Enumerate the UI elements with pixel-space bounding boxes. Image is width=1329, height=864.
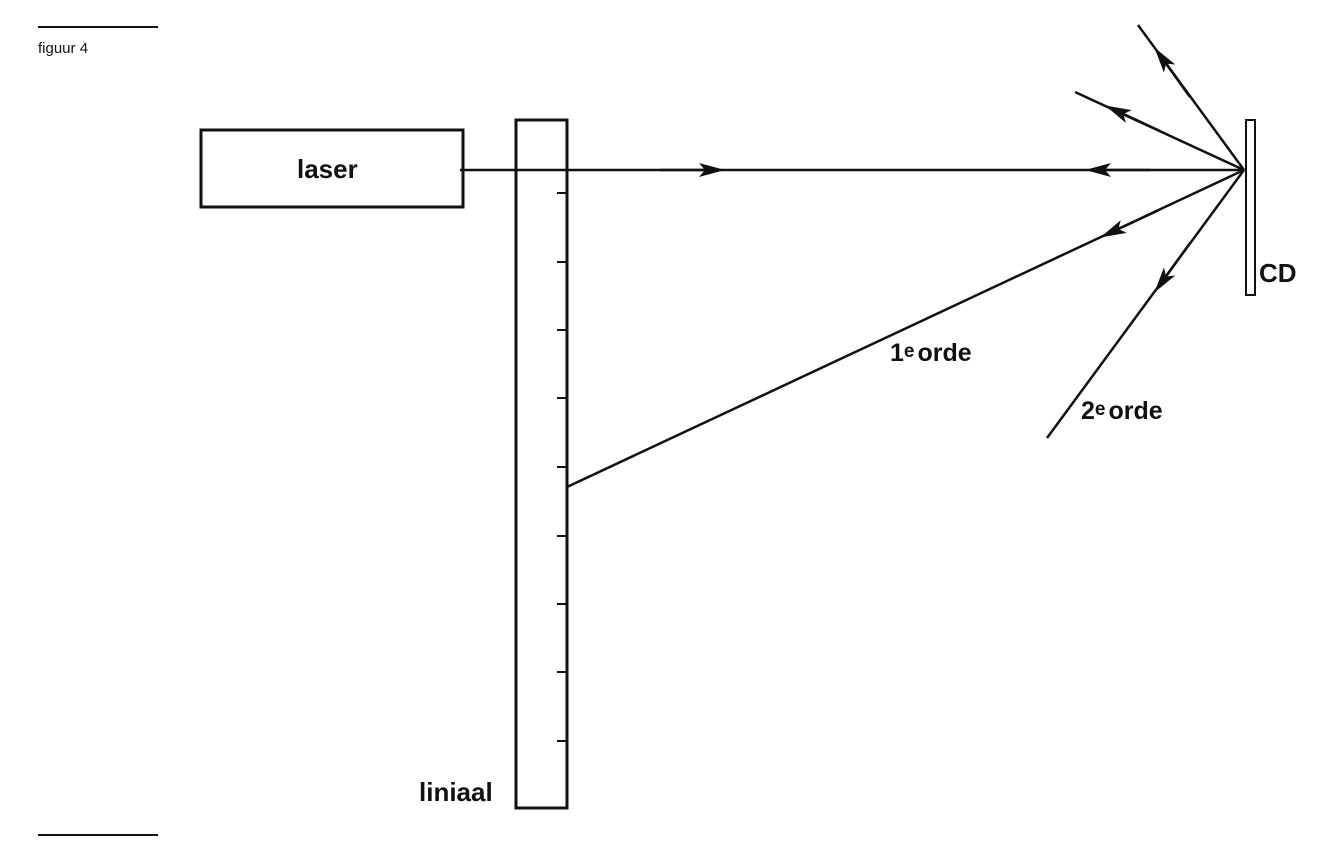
second-order-superscript: e (1094, 399, 1106, 420)
second-order-beam-upper (1136, 24, 1246, 171)
first-order-number: 1 (890, 339, 904, 367)
cd-label: CD (1259, 258, 1297, 288)
ruler-ticks (557, 192, 567, 742)
laser-label: laser (297, 154, 358, 184)
second-order-beam-lower (1045, 169, 1246, 439)
cd-disc (1245, 119, 1256, 296)
laser-box (199, 128, 465, 209)
figure-caption: figuur 4 (38, 40, 89, 57)
ruler-label: liniaal (419, 777, 493, 807)
first-order-superscript: e (903, 341, 915, 362)
first-order-word: orde (917, 339, 972, 367)
second-order-number: 2 (1081, 397, 1095, 425)
second-order-word: orde (1108, 397, 1163, 425)
ruler-bar (514, 118, 569, 810)
second-order-lower-arrow (1154, 242, 1192, 293)
first-order-upper-arrow (1105, 105, 1161, 133)
second-order-upper-arrow (1154, 47, 1192, 98)
first-order-lower-arrow (1100, 208, 1160, 238)
